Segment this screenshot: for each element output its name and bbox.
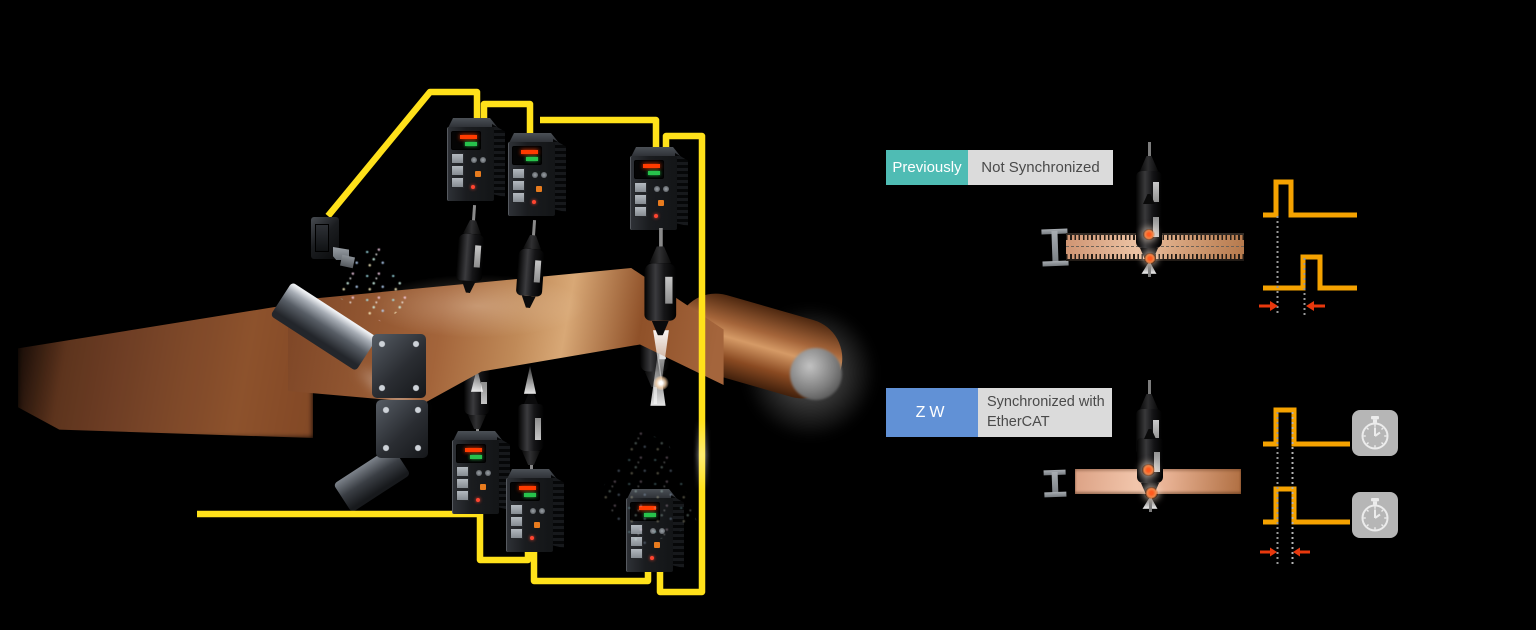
amplifier-display — [512, 146, 542, 165]
amplifier-display — [634, 160, 664, 179]
mount-foot — [339, 254, 356, 269]
measurement-spot — [1144, 253, 1156, 264]
optical-micrometer-upper-face — [372, 334, 426, 398]
trigger-pulse-bottom — [1263, 486, 1350, 525]
synchronized-label: Synchronized with EtherCAT — [978, 388, 1112, 437]
sensor-amplifier — [506, 469, 564, 552]
previously-badge: Previously — [886, 150, 968, 185]
timing-chart-synchronized — [1260, 407, 1350, 566]
not-synchronized-label: Not Synchronized — [968, 150, 1113, 185]
timing-offset-arrows — [1260, 547, 1310, 557]
measurement-spot — [1145, 487, 1158, 499]
sensor-amplifier — [630, 147, 688, 230]
synchronized-label-line2: EtherCAT — [987, 413, 1050, 430]
stopwatch-icon — [1352, 410, 1398, 456]
amplifier-display — [630, 502, 660, 521]
synchronized-label-line1: Synchronized with — [987, 394, 1105, 411]
copper-strip-tail — [18, 300, 313, 438]
zw-badge: ZW — [886, 388, 978, 437]
measurement-spot — [1142, 464, 1155, 476]
sensor-amplifier — [447, 118, 505, 201]
displacement-sensor-head — [642, 228, 679, 336]
laser-sensor-head — [311, 216, 357, 272]
trigger-pulse-top — [1263, 179, 1357, 218]
stopwatch-icon — [1352, 492, 1398, 538]
amplifier-display — [451, 131, 481, 150]
cable-highlight — [697, 420, 707, 490]
displacement-sensor-head — [516, 392, 546, 480]
amplifier-display — [456, 444, 486, 463]
amplifier-ports — [451, 153, 464, 191]
displacement-sensor-head — [453, 204, 489, 294]
measurement-spot — [1143, 229, 1155, 240]
roller-end-cap — [790, 348, 842, 400]
thickness-reference-symbol — [1043, 469, 1067, 498]
sensor-amplifier — [452, 431, 510, 514]
amplifier-display — [510, 482, 540, 501]
timing-offset-arrows — [1259, 301, 1325, 311]
measurement-beam — [523, 366, 537, 394]
sensor-amplifier — [508, 133, 566, 216]
take-up-roller — [666, 284, 852, 416]
trigger-pulse-top — [1263, 407, 1350, 447]
thickness-reference-symbol — [1041, 228, 1069, 267]
laser-sensor-lens — [315, 224, 329, 252]
trigger-pulse-bottom — [1263, 254, 1357, 291]
timing-chart-unsynchronized — [1259, 179, 1357, 316]
optical-micrometer-lower-face — [376, 400, 428, 458]
sensor-amplifier — [626, 489, 684, 572]
displacement-sensor-head — [513, 219, 549, 309]
